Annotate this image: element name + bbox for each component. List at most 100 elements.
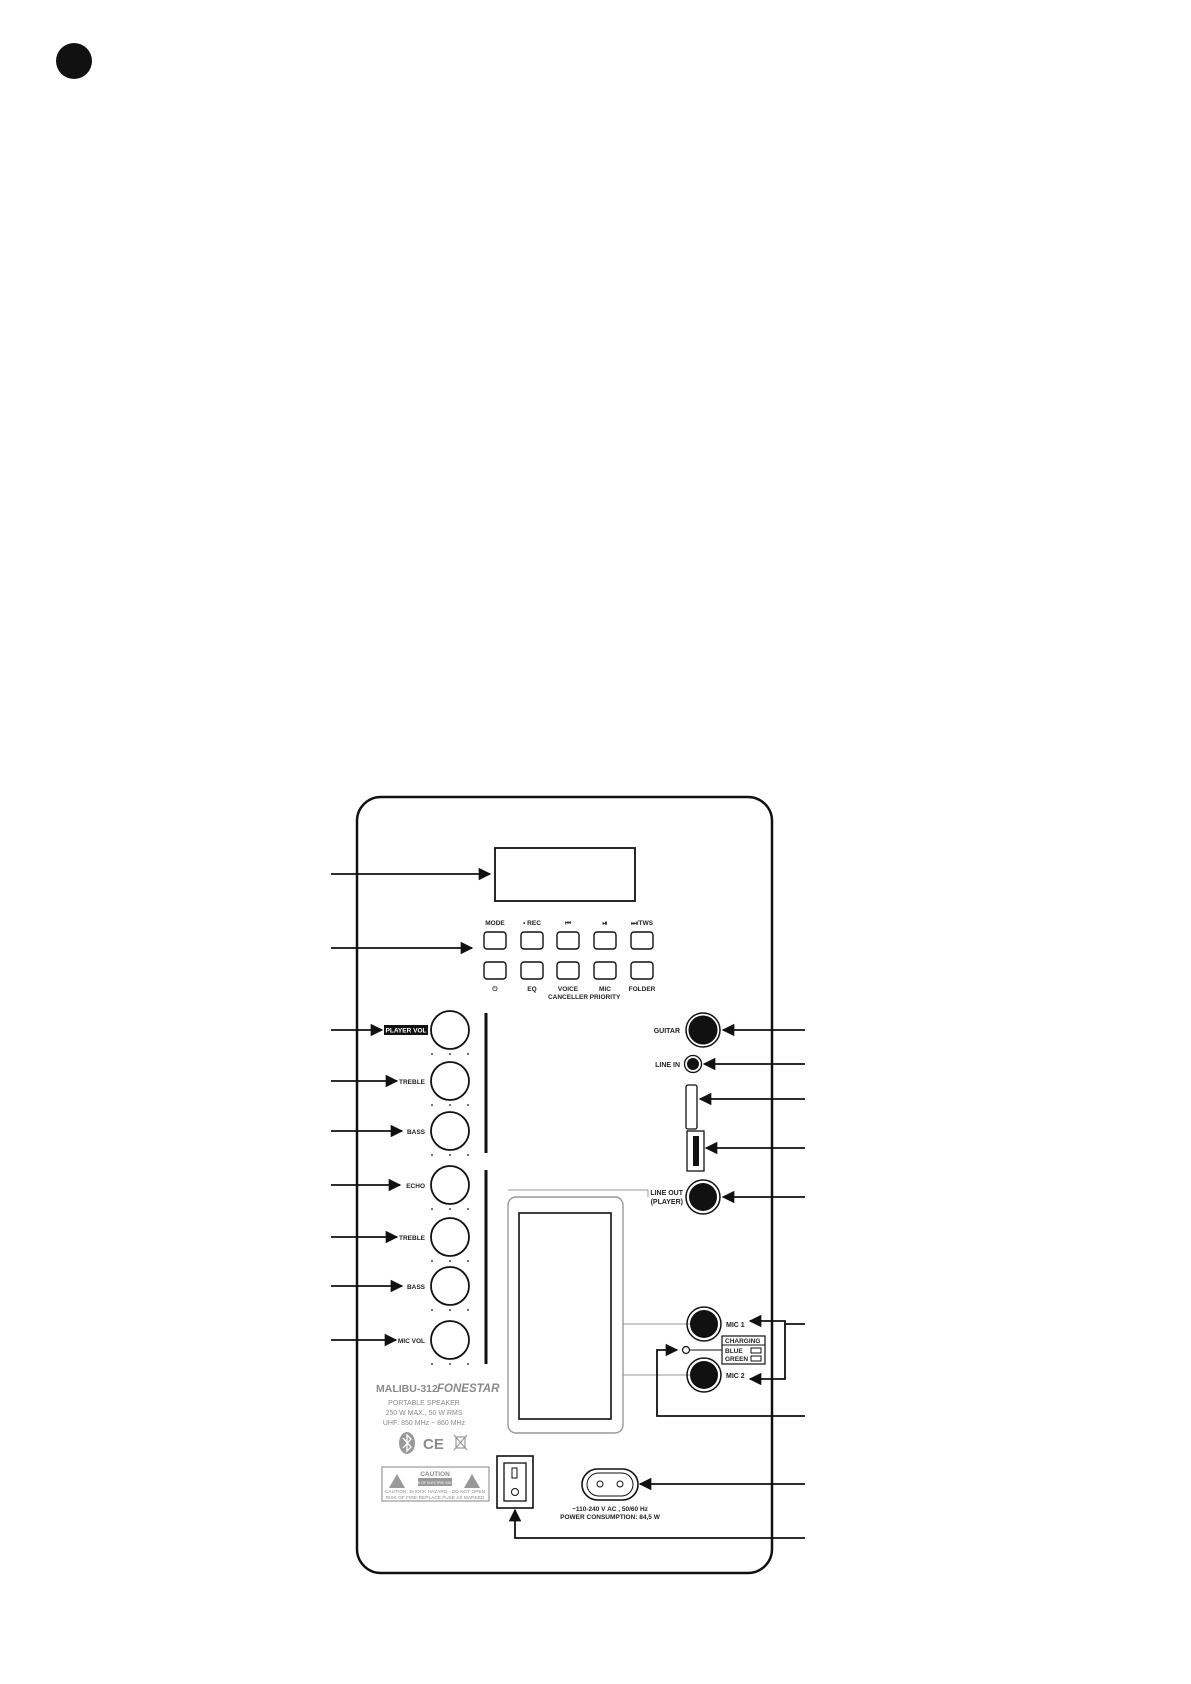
knob-label: BASS xyxy=(407,1284,426,1291)
button-top-label: ⏮ xyxy=(565,920,571,927)
knob-tick xyxy=(467,1154,469,1156)
power-socket xyxy=(581,1468,639,1501)
knob-label: TREBLE xyxy=(399,1235,426,1242)
brand-logo: FONESTAR xyxy=(437,1383,500,1395)
guitar-label: GUITAR xyxy=(654,1028,680,1035)
mic1-label: MIC 1 xyxy=(726,1322,745,1329)
charging-indicator-box xyxy=(721,1335,766,1365)
caution-label xyxy=(381,1466,490,1502)
knob-label: BASS xyxy=(407,1129,426,1136)
control-button-top[interactable] xyxy=(593,931,617,950)
brand-line-3: UHF: 850 MHz ~ 860 MHz xyxy=(383,1420,466,1427)
brand-line-2: 250 W MAX., 50 W RMS xyxy=(385,1410,462,1417)
power-voltage: ~110-240 V AC , 50/60 Hz xyxy=(572,1506,649,1513)
charging-title: CHARGING xyxy=(725,1338,760,1345)
control-button-bottom[interactable] xyxy=(630,961,654,980)
knob-tick xyxy=(467,1260,469,1262)
knob-tick xyxy=(431,1309,433,1311)
rotary-knob[interactable] xyxy=(430,1061,470,1101)
rotary-knob[interactable] xyxy=(430,1010,470,1050)
arrow-mic2 xyxy=(748,1324,786,1386)
knob-tick xyxy=(431,1208,433,1210)
handle-recess-outer xyxy=(507,1196,624,1434)
rotary-knob[interactable] xyxy=(430,1165,470,1205)
button-bottom-label: MIC xyxy=(599,986,611,993)
ce-mark: CE xyxy=(423,1436,444,1453)
line-in-jack xyxy=(687,1058,699,1070)
knob-tick xyxy=(467,1208,469,1210)
knob-tick xyxy=(431,1053,433,1055)
knob-tick xyxy=(449,1309,451,1311)
power-socket-inner xyxy=(586,1472,634,1497)
mic2-jack xyxy=(690,1361,718,1389)
knob-tick xyxy=(449,1363,451,1365)
caution-sub: RISK OF ELECTRIC SHOCK xyxy=(412,1481,458,1485)
knob-label: ECHO xyxy=(406,1183,425,1190)
power-consumption: POWER CONSUMPTION: 84,5 W xyxy=(560,1514,661,1521)
knob-tick xyxy=(467,1053,469,1055)
section-badge xyxy=(56,43,92,79)
button-top-label: ⏭/TWS xyxy=(631,920,654,927)
button-bottom-label: EQ xyxy=(527,986,536,993)
button-top-label: • REC xyxy=(523,920,541,927)
line-out-sub-label: (PLAYER) xyxy=(651,1199,683,1206)
knob-tick xyxy=(449,1260,451,1262)
rotary-knob[interactable] xyxy=(430,1266,470,1306)
mic2-label: MIC 2 xyxy=(726,1373,745,1380)
knob-tick xyxy=(449,1104,451,1106)
player-vol-label-bg xyxy=(384,1025,428,1035)
rotary-knob[interactable] xyxy=(430,1320,470,1360)
usb-port xyxy=(686,1130,705,1172)
knob-tick xyxy=(449,1053,451,1055)
charging-blue-label: BLUE xyxy=(725,1348,743,1355)
rotary-knob[interactable] xyxy=(430,1111,470,1151)
callout-arrows-left xyxy=(331,867,492,1347)
knob-tick xyxy=(431,1154,433,1156)
line-in-jack-ring xyxy=(683,1054,703,1074)
control-button-bottom[interactable] xyxy=(556,961,580,980)
button-bottom-label: VOICE xyxy=(558,986,579,993)
control-button-top[interactable] xyxy=(556,931,580,950)
mic1-jack-ring xyxy=(686,1306,722,1342)
model-name: MALIBU-312 xyxy=(376,1383,438,1395)
brand-line-1: PORTABLE SPEAKER xyxy=(388,1400,460,1407)
button-top-label: ⏯ xyxy=(602,920,607,927)
power-switch-housing xyxy=(496,1455,534,1509)
battery-icon-green xyxy=(750,1355,762,1362)
control-button-top[interactable] xyxy=(483,931,507,950)
control-button-bottom[interactable] xyxy=(593,961,617,980)
callout-arrows-right xyxy=(508,1023,805,1539)
control-button-top[interactable] xyxy=(520,931,544,950)
button-top-label: MODE xyxy=(485,920,505,927)
line-out-jack-ring xyxy=(685,1179,721,1215)
sd-card-slot xyxy=(685,1084,698,1130)
usb-port-inner xyxy=(693,1136,699,1166)
knob-label: TREBLE xyxy=(399,1079,426,1086)
control-button-top[interactable] xyxy=(630,931,654,950)
warning-triangle-left-icon xyxy=(389,1474,405,1488)
charging-led xyxy=(681,1345,691,1355)
caution-line-2: RISK OF FIRE-REPLACE FUSE AS MARKED xyxy=(386,1495,485,1501)
rotary-knob[interactable] xyxy=(430,1217,470,1257)
weee-bin-icon xyxy=(453,1434,468,1451)
guitar-jack-ring xyxy=(685,1012,721,1048)
power-switch-on-mark xyxy=(511,1467,518,1479)
arrow-power-switch xyxy=(508,1508,805,1539)
control-button-bottom[interactable] xyxy=(520,961,544,980)
knob-tick xyxy=(449,1208,451,1210)
caution-title: CAUTION xyxy=(420,1471,450,1478)
control-button-bottom[interactable] xyxy=(483,961,507,980)
handle-recess-inner xyxy=(518,1212,612,1420)
power-switch-off-mark xyxy=(511,1488,519,1496)
charging-green-label: GREEN xyxy=(725,1356,748,1363)
line-in-label: LINE IN xyxy=(655,1062,680,1069)
button-bottom-label-line2: CANCELLER xyxy=(548,994,588,1001)
caution-line-1: CAUTION: SHOCK HAZARD - DO NOT OPEN xyxy=(385,1489,486,1495)
battery-icon-blue xyxy=(750,1347,762,1354)
knob-tick xyxy=(449,1154,451,1156)
warning-triangle-right-icon xyxy=(464,1474,480,1488)
bluetooth-icon xyxy=(399,1432,415,1454)
guitar-jack xyxy=(688,1015,718,1045)
arrow-charging-led xyxy=(656,1343,805,1417)
